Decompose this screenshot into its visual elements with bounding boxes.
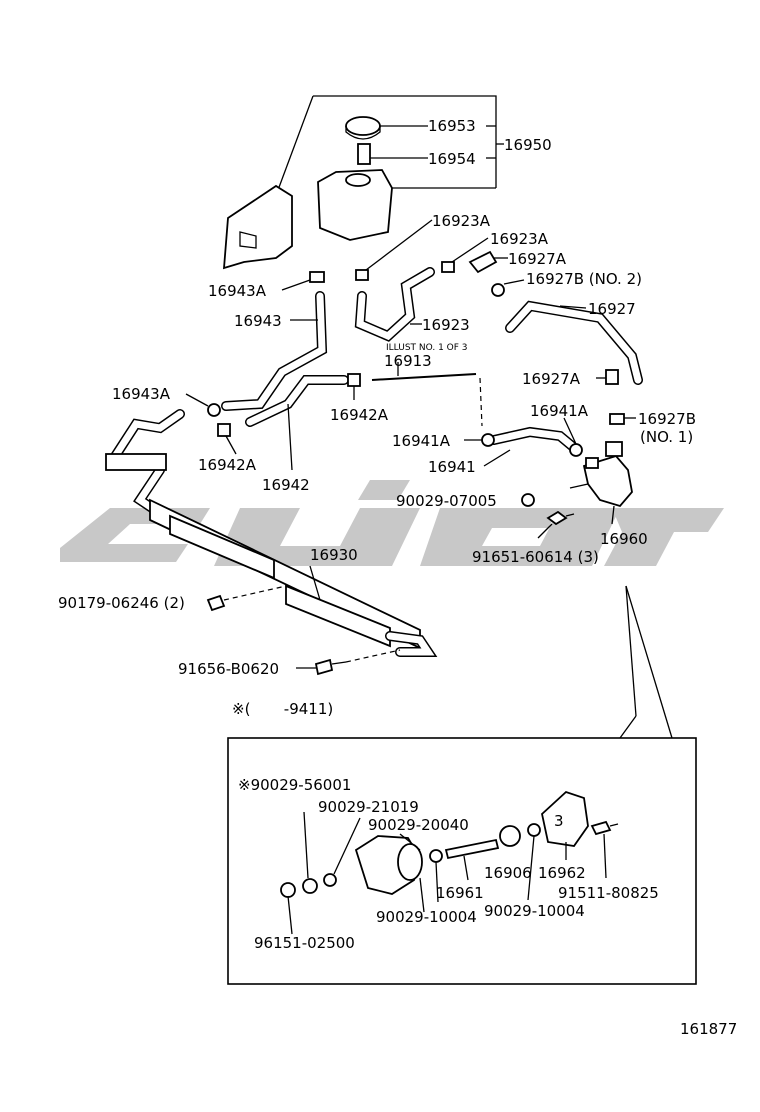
detail-parts [280, 790, 619, 935]
detail-label-90029-10004-b: 90029-10004 [484, 902, 585, 920]
reservoir-bracket [222, 184, 293, 270]
label-91656-B0620: 91656-B0620 [178, 660, 279, 678]
bolt-90029-07005 [521, 493, 535, 507]
clamp-16943A-2 [207, 403, 221, 417]
bracket-line [313, 95, 497, 188]
union-bolt-2 [605, 369, 619, 385]
bolt-91656 [314, 658, 334, 676]
label-16942: 16942 [262, 476, 310, 494]
label-16950: 16950 [504, 136, 552, 154]
label-16927A: 16927A [508, 250, 567, 268]
detail-label-90029-10004-a: 90029-10004 [376, 908, 477, 926]
label-91651-60614: 91651-60614 (3) [472, 548, 599, 566]
label-16943: 16943 [234, 312, 282, 330]
label-16943A: 16943A [208, 282, 267, 300]
clamp-16943A [309, 271, 325, 283]
clamp-16942A [347, 373, 361, 387]
reservoir-cap [345, 116, 381, 136]
label-16927A-2: 16927A [522, 370, 581, 388]
illustration-note: ILLUST NO. 1 OF 3 [386, 343, 468, 353]
label-16927B-no1-suffix: (NO. 1) [640, 428, 693, 446]
clamp-16941A [481, 433, 495, 447]
label-16953: 16953 [428, 117, 476, 135]
detail-label-90029-20040: 90029-20040 [368, 816, 469, 834]
label-90179-06246: 90179-06246 (2) [58, 594, 185, 612]
detail-part-number-3: 3 [554, 812, 564, 830]
label-16930: 16930 [310, 546, 358, 564]
label-16923: 16923 [422, 316, 470, 334]
detail-label-16906: 16906 [484, 864, 532, 882]
clamp-16942A-2 [217, 423, 231, 437]
label-16941: 16941 [428, 458, 476, 476]
watermark-logo [60, 480, 724, 566]
union-bolt [468, 250, 498, 274]
reservoir-tank [317, 169, 393, 241]
production-range-note: ※( -9411) [232, 700, 333, 718]
detail-label-96151-02500: 96151-02500 [254, 934, 355, 952]
label-16913: 16913 [384, 352, 432, 370]
oil-cooler [105, 409, 438, 657]
detail-label-91511-80825: 91511-80825 [558, 884, 659, 902]
label-16923A: 16923A [432, 212, 491, 230]
detail-label-90029-21019: 90029-21019 [318, 798, 419, 816]
figure-number: 161877 [680, 1020, 737, 1038]
label-16954: 16954 [428, 150, 476, 168]
detail-label-16962: 16962 [538, 864, 586, 882]
label-16943A-2: 16943A [112, 385, 171, 403]
label-16941A-2: 16941A [392, 432, 451, 450]
detail-box [227, 737, 697, 985]
bolt-91651 [546, 510, 568, 526]
label-16942A-2: 16942A [198, 456, 257, 474]
bracket-line [277, 95, 314, 191]
label-16960: 16960 [600, 530, 648, 548]
gasket-16927B-no1 [609, 413, 625, 425]
clamp-16941A-2 [569, 443, 583, 457]
label-16927B-no2: 16927B (NO. 2) [526, 270, 642, 288]
flow-control-valve [569, 441, 633, 525]
label-90029-07005: 90029-07005 [396, 492, 497, 510]
label-16942A: 16942A [330, 406, 389, 424]
clip-90179 [206, 594, 226, 612]
label-16927B-no1: 16927B [638, 410, 696, 428]
strainer [357, 143, 371, 165]
label-16927: 16927 [588, 300, 636, 318]
gasket-16927B-no2 [491, 283, 505, 297]
detail-label-90029-56001: ※90029-56001 [238, 776, 351, 794]
clamp-16923A [355, 269, 369, 281]
clamp-16923A-2 [441, 261, 455, 273]
label-16941A: 16941A [530, 402, 589, 420]
detail-label-16961: 16961 [436, 884, 484, 902]
label-16923A-2: 16923A [490, 230, 549, 248]
